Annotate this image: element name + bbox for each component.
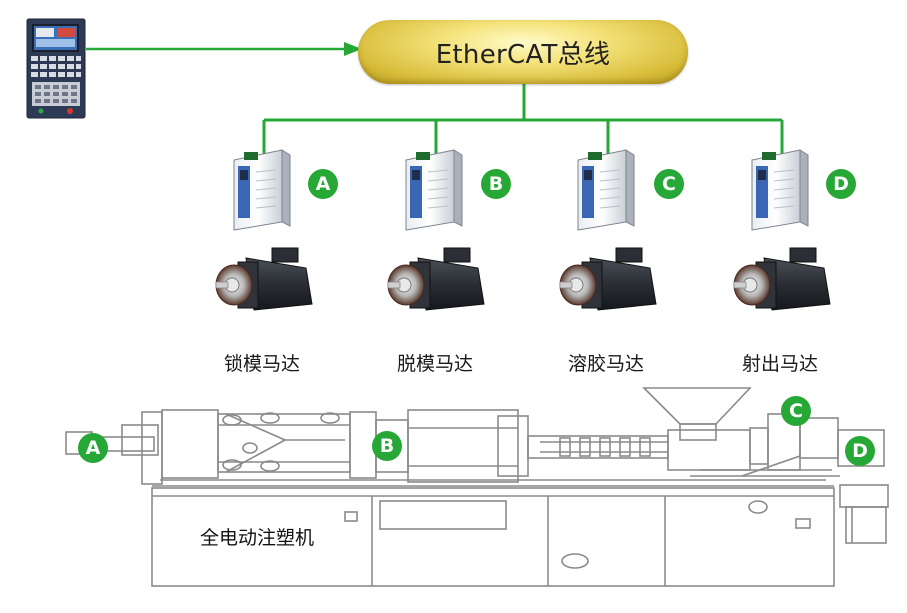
ethercat-bus: EtherCAT总线: [358, 20, 688, 84]
machine-badge-a: A: [78, 433, 108, 463]
motor-label-c: 溶胶马达: [567, 353, 645, 375]
servo-motor-icon-c: [559, 247, 657, 311]
bus-label: EtherCAT总线: [435, 39, 611, 70]
servo-drive-icon-c: [577, 149, 635, 231]
drive-badge-c: C: [654, 169, 684, 199]
servo-motor-icon-d: [733, 247, 831, 311]
arrow-head-icon: [344, 42, 362, 56]
servo-motor-icon-a: [215, 247, 313, 311]
motor-label-b: 脱模马达: [396, 353, 474, 375]
drive-badge-b: B: [481, 169, 511, 199]
motor-label-a: 锁模马达: [223, 353, 301, 375]
drive-badge-a: A: [308, 169, 338, 199]
machine-badge-c: C: [781, 396, 811, 426]
machine-badge-d: D: [845, 436, 875, 466]
machine-label: 全电动注塑机: [200, 527, 315, 549]
machine-badge-b: B: [372, 431, 402, 461]
controller-panel-icon: [26, 18, 86, 119]
servo-drive-icon-a: [233, 149, 291, 231]
bus-tree-lines: [262, 84, 784, 157]
servo-drive-icon-b: [405, 149, 463, 231]
servo-motor-icon-b: [387, 247, 485, 311]
servo-drive-icon-d: [751, 149, 809, 231]
drive-badge-d: D: [826, 169, 856, 199]
motor-label-d: 射出马达: [741, 353, 819, 375]
